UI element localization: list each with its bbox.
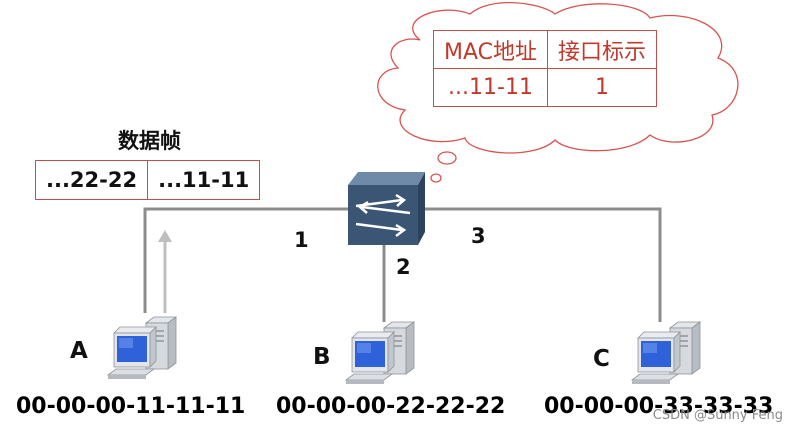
host-a-mac: 00-00-00-11-11-11: [16, 394, 246, 419]
host-c-mac: 00-00-00-33-33-33: [544, 394, 774, 419]
host-b-name: B: [313, 344, 331, 370]
host-c-name: C: [593, 346, 610, 372]
mac-table-cell-mac: ...11-11: [432, 68, 549, 107]
network-links: [143, 207, 662, 322]
mac-table-cell-port: 1: [547, 68, 658, 107]
link-port-3: [420, 207, 662, 322]
port-label-3: 3: [471, 224, 486, 248]
computer-b-icon: [345, 321, 415, 385]
data-frame-title: 数据帧: [118, 129, 181, 153]
network-switch-icon: [348, 172, 425, 245]
frame-direction-arrow-icon: [158, 230, 172, 313]
frame-source-mac: ...11-11: [147, 161, 259, 199]
link-port-1: [143, 207, 350, 313]
mac-address-table: MAC地址 接口标示 ...11-11 1: [432, 30, 658, 107]
mac-table-row: ...11-11 1: [432, 68, 658, 107]
mac-table-header-mac: MAC地址: [432, 30, 549, 69]
port-label-2: 2: [396, 255, 411, 279]
frame-destination-mac: ...22-22: [46, 168, 138, 192]
watermark: CSDN @Sunny Feng: [652, 408, 783, 423]
computer-c-icon: [631, 321, 701, 385]
mac-table-header-row: MAC地址 接口标示: [432, 30, 658, 69]
computer-a-icon: [107, 316, 177, 380]
port-label-1: 1: [294, 228, 309, 252]
host-b-mac: 00-00-00-22-22-22: [276, 394, 506, 419]
data-frame: ...22-22 ...11-11: [35, 160, 261, 200]
mac-table-header-port: 接口标示: [547, 30, 658, 69]
host-a-name: A: [70, 338, 88, 364]
